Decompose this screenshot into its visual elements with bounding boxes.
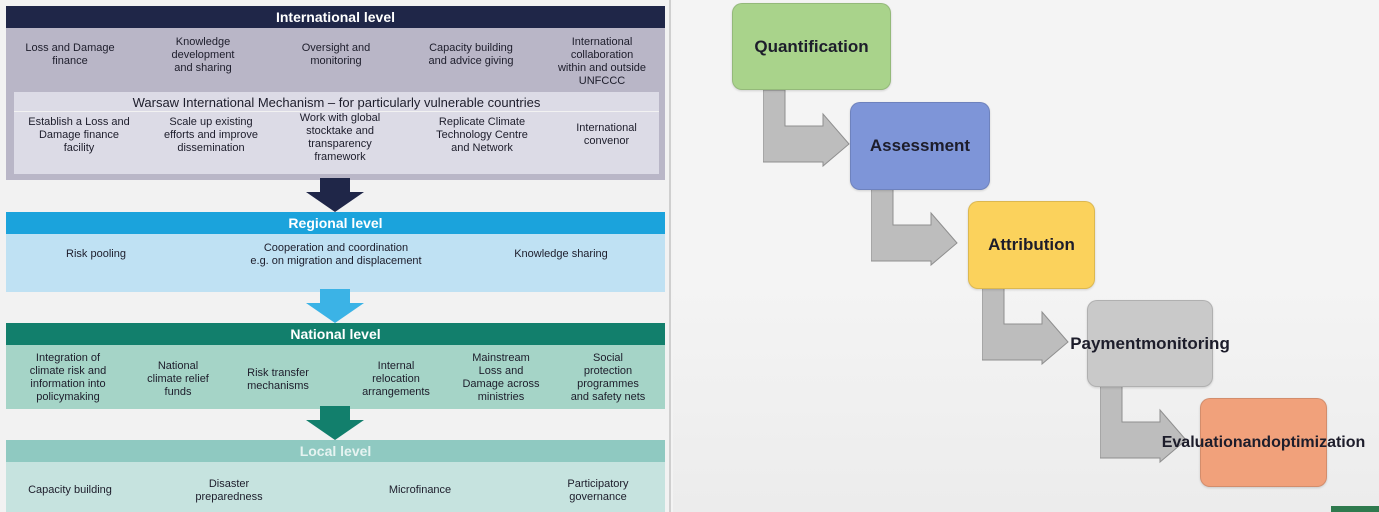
regional-level-header: Regional level [6, 212, 665, 234]
connector-arrow-3-icon [982, 288, 1069, 366]
national-level-header: National level [6, 323, 665, 345]
arrow-down-to-local-icon [306, 406, 364, 440]
step-quantification: Quantification [732, 3, 891, 90]
regional-level-title: Regional level [288, 215, 383, 231]
connector-arrow-1-icon [763, 90, 850, 168]
process-flow-diagram: Quantification Assessment Attribution Pa… [673, 0, 1379, 512]
warsaw-divider [14, 111, 659, 112]
international-level-header: International level [6, 6, 665, 28]
step-attribution: Attribution [968, 201, 1095, 289]
regional-item-risk-pooling: Risk pooling [66, 248, 126, 260]
regional-item-knowledge-sharing: Knowledge sharing [514, 248, 608, 260]
international-level-title: International level [275, 9, 396, 25]
warsaw-mechanism-box: Warsaw International Mechanism – for par… [14, 92, 659, 174]
arrow-down-to-regional-icon [306, 178, 364, 212]
corner-marker [1331, 506, 1379, 512]
step-assessment: Assessment [850, 102, 990, 190]
connector-arrow-4-icon [1100, 386, 1187, 464]
arrow-down-to-national-icon [306, 289, 364, 323]
regional-level-body: Risk pooling Cooperation and coordinatio… [6, 234, 665, 292]
national-level-title: National level [290, 326, 381, 342]
connector-arrow-2-icon [871, 189, 958, 267]
local-level-title: Local level [299, 443, 372, 459]
local-level-header: Local level [6, 440, 665, 462]
warsaw-mechanism-title: Warsaw International Mechanism – for par… [132, 95, 541, 110]
local-item-microfinance: Microfinance [388, 484, 452, 496]
local-item-capacity-building: Capacity building [28, 484, 112, 496]
